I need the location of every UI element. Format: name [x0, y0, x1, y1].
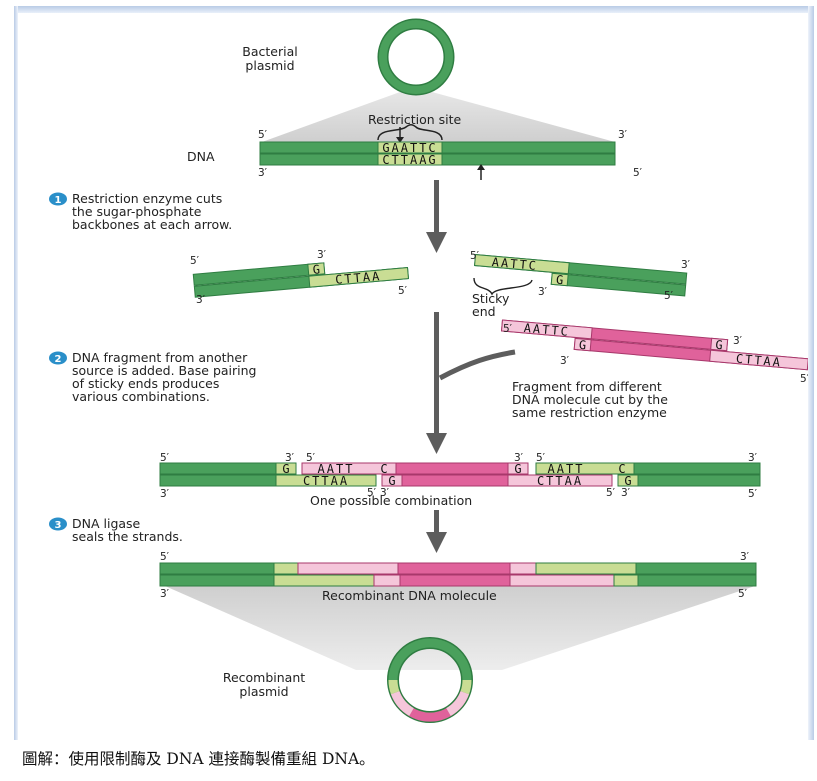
right-fragment-5prime: 5′ — [470, 250, 480, 262]
svg-text:1: 1 — [55, 195, 62, 206]
recombinant-dna — [160, 563, 756, 586]
svg-text:G: G — [555, 273, 563, 288]
combo-5prime: 5′ — [160, 452, 170, 464]
step-1-badge: 1 — [49, 193, 67, 207]
foreign-fragment-3prime: 3′ — [733, 335, 743, 347]
process-arrow-2 — [426, 312, 515, 454]
svg-text:AATTC: AATTC — [491, 255, 538, 273]
svg-text:CTTAA: CTTAA — [735, 352, 782, 370]
combo-5prime-end: 5′ — [748, 488, 758, 500]
step-2-line-4: various combinations. — [72, 389, 210, 404]
bacterial-plasmid-label-2: plasmid — [245, 58, 294, 73]
step-1-line-3: backbones at each arrow. — [72, 217, 232, 232]
combined-dna: G AATT C G AATT C CTTAA G CTTAA G — [160, 462, 760, 488]
dna-top-5prime: 5′ — [258, 129, 268, 141]
left-fragment-5prime: 5′ — [190, 255, 200, 267]
left-fragment-5prime-bottom: 5′ — [398, 285, 408, 297]
step-3-line-2: seals the strands. — [72, 529, 183, 544]
bottom-strand-site-sequence: CTTAAG — [382, 153, 437, 167]
svg-text:3: 3 — [55, 520, 62, 531]
recombinant-plasmid-label-1: Recombinant — [223, 670, 305, 685]
recombinant-dna-label: Recombinant DNA molecule — [322, 588, 497, 603]
bacterial-plasmid — [383, 24, 449, 90]
svg-text:G: G — [312, 262, 320, 277]
foreign-dna-fragment: AATTC G G CTTAA — [500, 319, 809, 372]
foreign-fragment-3prime-bottom: 3′ — [560, 355, 570, 367]
bacterial-plasmid-label-1: Bacterial — [242, 44, 297, 59]
foreign-fragment-5prime: 5′ — [503, 323, 513, 335]
svg-text:G: G — [624, 474, 631, 488]
combo-5prime-d: 5′ — [606, 487, 616, 499]
svg-text:G: G — [388, 474, 395, 488]
frame-left-border — [14, 6, 18, 740]
combo-3prime: 3′ — [748, 452, 758, 464]
fragment-note-line-3: same restriction enzyme — [512, 405, 667, 420]
dna-label: DNA — [187, 149, 215, 164]
svg-text:G: G — [715, 338, 723, 353]
left-fragment-3prime-top: 3′ — [317, 249, 327, 261]
svg-text:CTTAA: CTTAA — [537, 474, 583, 488]
svg-text:G: G — [514, 462, 521, 476]
svg-text:CTTAA: CTTAA — [335, 269, 382, 287]
svg-text:CTTAA: CTTAA — [303, 474, 349, 488]
sticky-end-label-2: end — [472, 304, 496, 319]
svg-text:AATTC: AATTC — [523, 321, 570, 339]
combo-3prime-start: 3′ — [160, 488, 170, 500]
right-fragment-3prime: 3′ — [681, 259, 691, 271]
frame-top-border — [14, 6, 814, 13]
process-arrow-3 — [426, 510, 447, 553]
cut-arrow-bottom — [477, 164, 485, 180]
left-fragment-3prime: 3′ — [196, 294, 206, 306]
right-fragment-3prime-bottom: 3′ — [538, 286, 548, 298]
one-possible-combination-label: One possible combination — [310, 493, 472, 508]
combo-3prime-d: 3′ — [621, 487, 631, 499]
svg-text:C: C — [380, 462, 387, 476]
recombinant-5prime-end: 5′ — [738, 588, 748, 600]
dna-top-3prime: 3′ — [618, 129, 628, 141]
step-2-badge: 2 — [49, 352, 67, 366]
right-fragment-5prime-bottom: 5′ — [664, 290, 674, 302]
frame-right-border — [808, 6, 814, 740]
dna-bottom-3prime: 3′ — [258, 167, 268, 179]
svg-text:G: G — [282, 462, 289, 476]
figure-caption: 圖解：使用限制酶及 DNA 連接酶製備重組 DNA。 — [22, 747, 375, 769]
restriction-site-label: Restriction site — [368, 112, 462, 127]
recombinant-plasmid-label-2: plasmid — [239, 684, 288, 699]
left-cut-fragment: G CTTAA — [193, 255, 408, 300]
svg-text:2: 2 — [55, 354, 62, 365]
dna-bottom-5prime: 5′ — [633, 167, 643, 179]
recombinant-3prime-start: 3′ — [160, 588, 170, 600]
recombinant-5prime: 5′ — [160, 551, 170, 563]
combo-5prime-b: 5′ — [536, 452, 546, 464]
svg-text:G: G — [578, 338, 586, 353]
recombinant-3prime: 3′ — [740, 551, 750, 563]
recombinant-dna-diagram: Bacterial plasmid Restriction site 5′ 3′… — [0, 0, 817, 740]
process-arrow-1 — [426, 180, 447, 253]
step-3-badge: 3 — [49, 518, 67, 532]
combo-5prime-a: 5′ — [306, 452, 316, 464]
